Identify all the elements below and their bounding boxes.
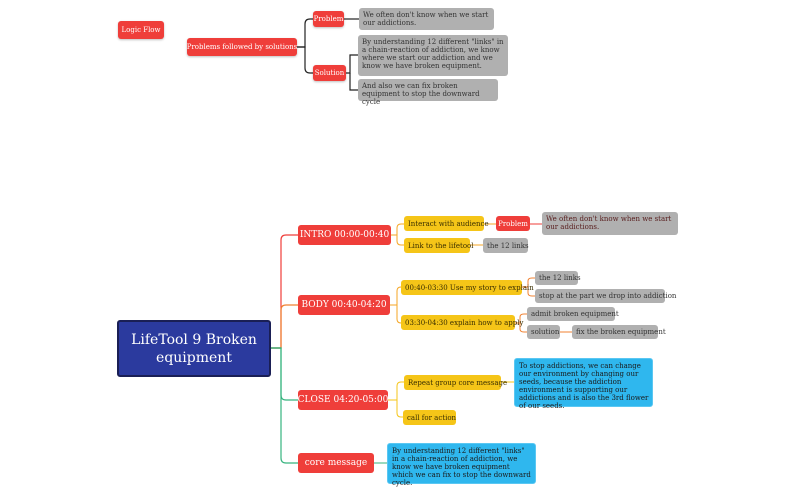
body-admit[interactable]: admit broken equipment	[527, 307, 619, 321]
core-text[interactable]: By understanding 12 different "links" in…	[387, 443, 536, 487]
body-fix[interactable]: fix the broken equipment	[572, 325, 666, 339]
close-repeat[interactable]: Repeat group core message	[404, 375, 507, 390]
body-solution[interactable]: solution	[527, 325, 560, 339]
intro-link[interactable]: Link to the lifetool	[404, 238, 474, 253]
intro-the12[interactable]: the 12 links	[483, 238, 529, 253]
intro-problem-text[interactable]: We often don't know when we start our ad…	[542, 212, 678, 235]
logic-problem-text[interactable]: We often don't know when we start our ad…	[359, 8, 494, 30]
intro-interact[interactable]: Interact with audience	[404, 216, 489, 231]
intro-problem[interactable]: Problem	[496, 216, 530, 231]
logic-solution-text-1[interactable]: By understanding 12 different "links" in…	[358, 35, 508, 76]
body-node[interactable]: BODY 00:40-04:20	[298, 295, 390, 315]
body-story[interactable]: 00:40-03:30 Use my story to explain	[401, 280, 534, 295]
root-topic[interactable]: LifeTool 9 Broken equipment	[117, 320, 271, 377]
logic-solution-node[interactable]: Solution	[313, 65, 346, 81]
close-repeat-text[interactable]: To stop addictions, we can change our en…	[514, 358, 653, 410]
body-stop[interactable]: stop at the part we drop into addiction	[535, 289, 676, 303]
logic-main-node[interactable]: Problems followed by solutions	[187, 38, 297, 56]
close-node[interactable]: CLOSE 04:20-05:00	[298, 390, 388, 410]
logic-problem-node[interactable]: Problem	[313, 11, 344, 27]
logic-flow-node[interactable]: Logic Flow	[118, 21, 164, 39]
core-node[interactable]: core message	[298, 453, 374, 473]
intro-node[interactable]: INTRO 00:00-00:40	[298, 225, 391, 245]
logic-solution-text-2[interactable]: And also we can fix broken equipment to …	[358, 79, 498, 106]
body-the12[interactable]: the 12 links	[535, 271, 581, 285]
body-explain[interactable]: 03:30-04:30 explain how to apply	[401, 315, 523, 330]
close-call[interactable]: call for action	[403, 410, 456, 425]
